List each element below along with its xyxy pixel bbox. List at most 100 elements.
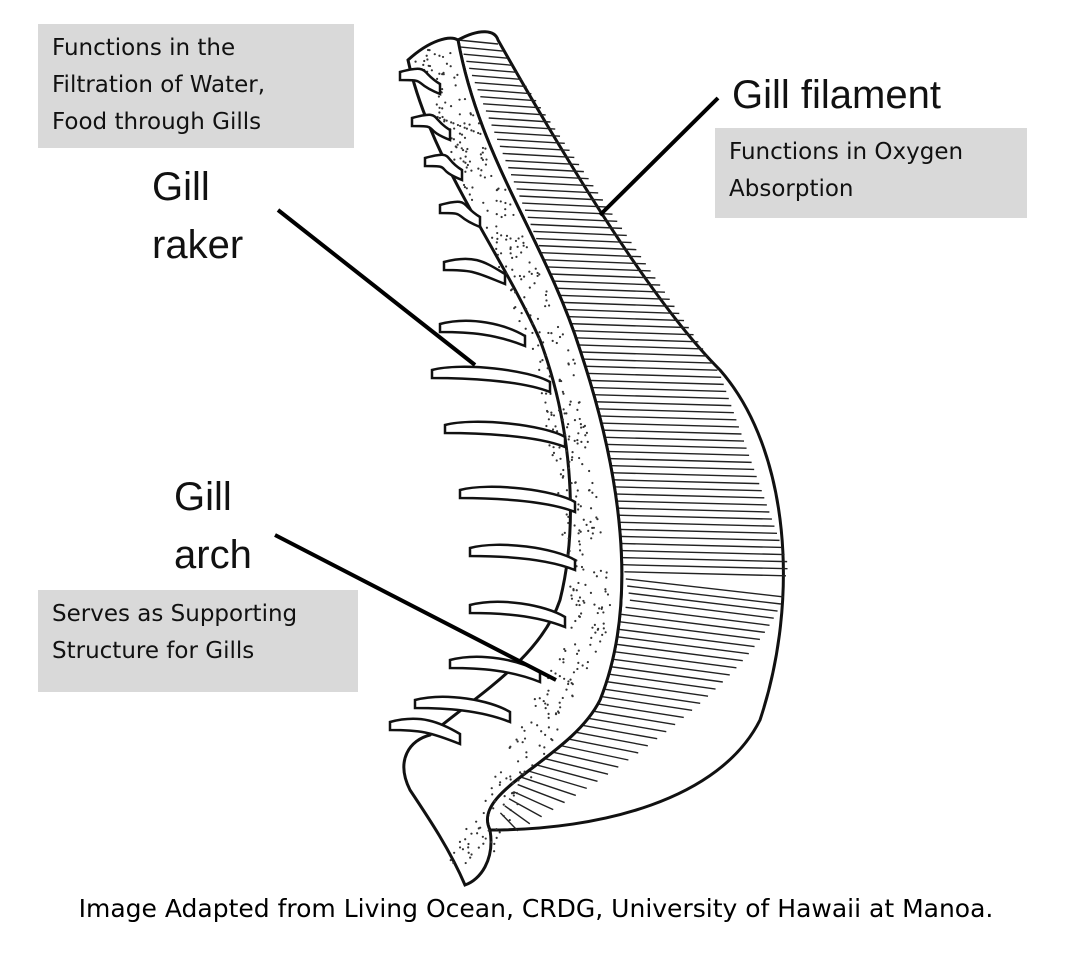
stipple-dot (608, 603, 612, 607)
stipple-dot (512, 213, 515, 217)
filament-line (499, 145, 570, 152)
stipple-dot (547, 331, 550, 335)
stipple-dot (479, 826, 482, 829)
stipple-dot (494, 775, 497, 778)
stipple-dot (558, 658, 561, 661)
filament-line (587, 386, 727, 393)
stipple-dot (596, 517, 599, 521)
stipple-dot (578, 529, 581, 532)
stipple-dot (449, 51, 452, 55)
filament-line (597, 436, 745, 442)
stipple-dot (566, 426, 569, 429)
filament-line (590, 400, 732, 407)
stipple-dot (464, 861, 467, 865)
stipple-dot (465, 187, 468, 190)
stipple-dot (461, 848, 465, 851)
gill-raker (458, 485, 577, 514)
stipple-dot (551, 339, 554, 342)
stipple-dot (459, 157, 462, 160)
stipple-dot (453, 76, 456, 79)
filament-line (621, 556, 788, 563)
gill-raker (413, 695, 512, 724)
stipple-dot (548, 444, 551, 447)
stipple-dot (550, 332, 553, 335)
stipple-dot (522, 241, 525, 244)
stipple-dot (557, 491, 560, 495)
stipple-dot (588, 469, 591, 473)
filament-line (544, 259, 646, 265)
stipple-dot (453, 127, 456, 130)
stipple-dot (453, 851, 456, 854)
gill-raker (448, 655, 542, 684)
stipple-dot (520, 772, 523, 776)
filament-line (534, 755, 609, 775)
stipple-dot (460, 147, 463, 150)
stipple-dot (455, 146, 458, 149)
filament-line (480, 96, 537, 102)
stipple-dot (464, 170, 467, 173)
filament-line (541, 252, 642, 258)
stipple-dot (483, 176, 486, 179)
stipple-dot (580, 565, 584, 569)
stipple-dot (481, 835, 484, 838)
filament-line (558, 294, 670, 300)
stipple-dot (511, 268, 514, 271)
stipple-dot (578, 615, 581, 618)
stipple-dot (517, 237, 520, 240)
stipple-dot (528, 286, 531, 289)
filament-line (613, 514, 772, 520)
stipple-dot (496, 237, 499, 240)
stipple-dot (570, 626, 573, 629)
stipple-dot (569, 678, 572, 681)
stipple-dot (582, 599, 585, 603)
stipple-dot (514, 306, 517, 309)
stipple-dot (452, 861, 455, 864)
stipple-dot (496, 231, 499, 235)
filament-line (505, 159, 580, 166)
stipple-dot (435, 103, 438, 106)
stipple-dot (601, 633, 604, 636)
stipple-dot (551, 453, 554, 457)
stipple-dot (460, 133, 464, 136)
filament-line (621, 613, 765, 634)
stipple-dot (572, 671, 576, 674)
stipple-dot (545, 290, 548, 293)
stipple-dot (514, 291, 517, 294)
stipple-dot (462, 183, 466, 187)
filament-line (508, 166, 584, 173)
stipple-dot (538, 337, 541, 340)
stipple-dot (515, 255, 518, 258)
filament-line (614, 521, 775, 527)
stipple-dot (492, 807, 495, 810)
stipple-dot (575, 495, 578, 498)
stipple-dot (499, 771, 503, 774)
filament-line (463, 53, 508, 59)
stipple-dot (554, 712, 558, 715)
stipple-dot (600, 606, 604, 609)
stipple-dot (509, 252, 512, 255)
stipple-dot (599, 531, 602, 534)
stipple-dot (514, 239, 518, 243)
stipple-dot (599, 569, 602, 572)
stipple-dot (567, 362, 570, 365)
stipple-dot (477, 167, 480, 170)
stipple-dot (546, 693, 549, 696)
stipple-dot (571, 456, 574, 459)
stipple-dot (452, 122, 455, 125)
stipple-dot (561, 333, 564, 336)
stipple-dot (482, 811, 485, 815)
stipple-dot (422, 63, 425, 66)
stipple-dot (562, 661, 565, 664)
stipple-dot (509, 775, 512, 778)
stipple-dot (482, 201, 485, 204)
stipple-dot (591, 481, 594, 485)
stipple-dot (576, 442, 579, 445)
stipple-dot (472, 114, 475, 117)
support-line-2: Structure for Gills (52, 638, 255, 664)
stipple-dot (563, 647, 566, 651)
filament-line (603, 642, 743, 662)
stipple-dot (598, 607, 601, 610)
gill-raker (423, 153, 464, 182)
stipple-dot (591, 626, 594, 629)
stipple-dot (563, 531, 566, 534)
